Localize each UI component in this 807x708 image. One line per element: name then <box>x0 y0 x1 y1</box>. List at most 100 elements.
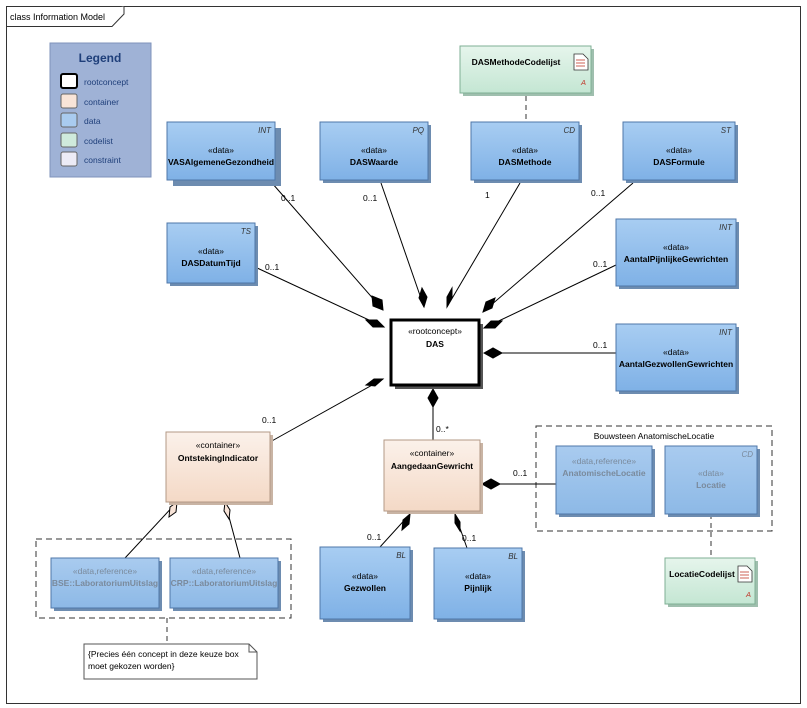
legend-item-codelist: codelist <box>60 132 113 148</box>
diamond-ontsteking <box>364 378 385 387</box>
legend-label-rootconcept: rootconcept <box>84 77 129 87</box>
diamond-crp <box>223 500 231 521</box>
mult-pijnlijk-gewrichten: 0..1 <box>593 259 607 269</box>
note-line-2: moet gekozen worden} <box>88 661 175 671</box>
assoc-daswaarde <box>380 182 425 308</box>
das-name: DAS <box>426 339 444 349</box>
class-locatie[interactable]: CD «data» Locatie <box>664 445 760 517</box>
assoc-dasformule <box>482 182 634 313</box>
legend-item-container: container <box>60 93 119 109</box>
legend-swatch-container <box>60 93 78 109</box>
class-crp-laboratoriumuitslag[interactable]: «data,reference» CRP::LaboratoriumUitsla… <box>169 557 281 611</box>
legend-title: Legend <box>79 51 122 65</box>
diamond-pijnlijk <box>454 512 461 533</box>
pijnlijk-box <box>433 547 523 620</box>
legend-swatch-codelist <box>60 132 78 148</box>
assoc-pijnlijk-gewrichten <box>483 264 617 329</box>
mult-gezwollen-gewrichten: 0..1 <box>593 340 607 350</box>
legend-item-rootconcept: rootconcept <box>60 73 129 89</box>
assoc-vas <box>271 182 384 311</box>
crp-box <box>169 557 279 609</box>
gezwollen-name: Gezwollen <box>344 583 386 593</box>
diamond-dasdatumtijd <box>364 319 386 328</box>
dasdatumtijd-stereotype: «data» <box>198 246 224 256</box>
anatomische-name: AnatomischeLocatie <box>562 468 645 478</box>
locatie-codelijst-name: LocatieCodelijst <box>669 569 735 579</box>
mult-dasdatumtijd: 0..1 <box>265 262 279 272</box>
daswaarde-type: PQ <box>412 126 424 135</box>
ontsteking-name: OntstekingIndicator <box>178 453 259 463</box>
vas-box <box>166 121 276 181</box>
aangedaan-name: AangedaanGewricht <box>391 461 473 471</box>
pijnlijk-type: BL <box>508 552 518 561</box>
mult-anatomische: 0..1 <box>513 468 527 478</box>
legend: Legend rootconcept container data codeli… <box>49 42 152 178</box>
legend-swatch-constraint <box>60 151 78 167</box>
locatie-codelijst-badge: A <box>745 590 751 599</box>
daswaarde-name: DASWaarde <box>350 157 399 167</box>
class-gezwollen[interactable]: BL «data» Gezwollen <box>319 546 413 622</box>
note-shape <box>83 643 258 680</box>
class-dasmethode[interactable]: CD «data» DASMethode <box>470 121 582 183</box>
legend-label-constraint: constraint <box>84 155 121 165</box>
dasformule-box <box>622 121 736 181</box>
gezwollen-gew-type: INT <box>719 328 733 337</box>
diamond-dasmethode <box>446 286 453 309</box>
locatie-name: Locatie <box>696 480 726 490</box>
aangedaan-stereotype: «container» <box>410 448 455 458</box>
class-aangedaangewricht[interactable]: «container» AangedaanGewricht <box>383 439 483 514</box>
class-das[interactable]: «rootconcept» DAS <box>389 318 483 389</box>
class-aantalpijnlijkegewrichten[interactable]: INT «data» AantalPijnlijkeGewrichten <box>615 218 739 289</box>
gezwollen-gew-name: AantalGezwollenGewrichten <box>619 359 733 369</box>
gezwollen-box <box>319 546 411 620</box>
class-aantalgezwollengewrichten[interactable]: INT «data» AantalGezwollenGewrichten <box>615 323 739 394</box>
assoc-bse <box>124 501 178 559</box>
class-pijnlijk[interactable]: BL «data» Pijnlijk <box>433 547 525 622</box>
class-bse-laboratoriumuitslag[interactable]: «data,reference» BSE::LaboratoriumUitsla… <box>50 557 162 611</box>
daswaarde-box <box>319 121 429 181</box>
class-daswaarde[interactable]: PQ «data» DASWaarde <box>319 121 431 183</box>
aangedaan-box <box>383 439 481 512</box>
dasmethode-codelijst-name: DASMethodeCodelijst <box>472 57 561 67</box>
frame-title: class Information Model <box>10 12 105 22</box>
note-line-1: {Precies één concept in deze keuze box <box>88 649 239 659</box>
class-dasmethodecodelijst[interactable]: DASMethodeCodelijst A <box>459 45 594 96</box>
class-anatomischelocatie[interactable]: «data,reference» AnatomischeLocatie <box>555 445 655 517</box>
crp-name: CRP::LaboratoriumUitslag <box>171 578 278 588</box>
vas-stereotype: «data» <box>208 145 234 155</box>
pijnlijk-gew-box <box>615 218 737 287</box>
bse-name: BSE::LaboratoriumUitslag <box>52 578 158 588</box>
note-fold <box>248 644 257 653</box>
legend-label-codelist: codelist <box>84 136 113 146</box>
legend-item-constraint: constraint <box>60 151 121 167</box>
dasformule-name: DASFormule <box>653 157 705 167</box>
assoc-dasdatumtijd <box>254 266 385 328</box>
class-dasdatumtijd[interactable]: TS «data» DASDatumTijd <box>166 222 258 286</box>
diamond-gezwollen <box>401 512 411 532</box>
locatie-type: CD <box>741 450 753 459</box>
mult-dasmethode: 1 <box>485 190 490 200</box>
legend-swatch-rootconcept <box>60 73 78 89</box>
dasmethode-type: CD <box>563 126 575 135</box>
diamond-anatomische <box>480 478 502 490</box>
class-dasformule[interactable]: ST «data» DASFormule <box>622 121 738 183</box>
vas-type: INT <box>258 126 272 135</box>
diagram-frame <box>6 6 801 704</box>
class-vasalgemenegezondheid[interactable]: INT «data» VASAlgemeneGezondheid <box>166 121 281 186</box>
diamond-pijnlijk-gewrichten <box>482 320 504 329</box>
mult-pijnlijk: 0..1 <box>462 533 476 543</box>
locatie-stereotype: «data» <box>698 468 724 478</box>
diamond-dasformule <box>482 297 496 313</box>
daswaarde-stereotype: «data» <box>361 145 387 155</box>
constraint-note[interactable]: {Precies één concept in deze keuze box m… <box>83 643 258 680</box>
class-ontstekingindicator[interactable]: «container» OntstekingIndicator <box>165 431 273 505</box>
mult-dasformule: 0..1 <box>591 188 605 198</box>
dasdatumtijd-type: TS <box>241 227 252 236</box>
dasmethode-box <box>470 121 580 181</box>
mult-gezwollen: 0..1 <box>367 532 381 542</box>
diamond-bse <box>168 500 178 519</box>
class-locatiecodelijst[interactable]: LocatieCodelijst A <box>664 557 758 607</box>
das-box <box>389 318 481 387</box>
anatomische-box <box>555 445 653 515</box>
